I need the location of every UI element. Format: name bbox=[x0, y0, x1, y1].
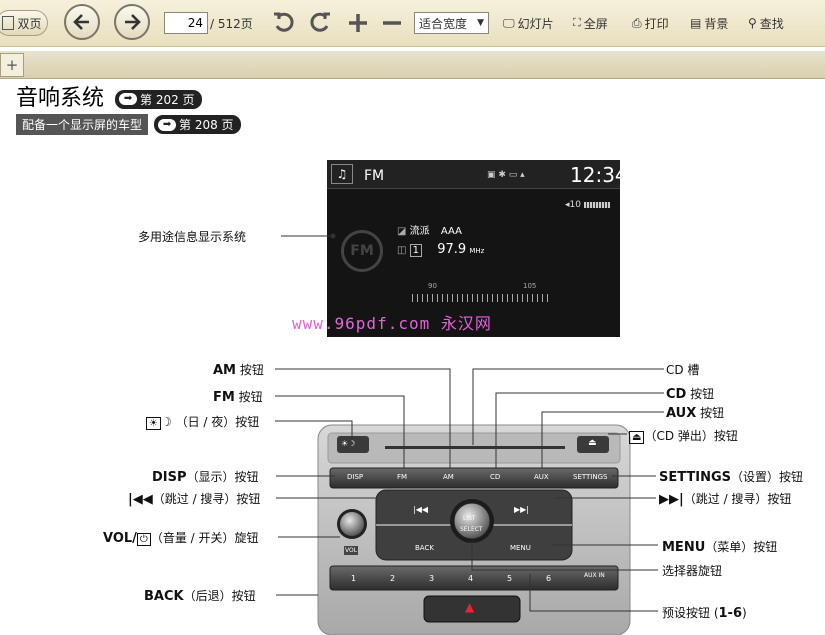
page-total: / 512页 bbox=[210, 16, 253, 31]
preset-key-6[interactable]: 6 bbox=[546, 574, 552, 583]
chevron-down-icon: ▼ bbox=[477, 18, 484, 28]
zoom-mode-select[interactable]: 适合宽度 ▼ bbox=[414, 12, 489, 34]
dual-page-button[interactable]: 双页 bbox=[0, 10, 48, 36]
menu-key[interactable]: MENU bbox=[510, 544, 531, 552]
aux-in-port[interactable]: AUX IN bbox=[584, 572, 605, 579]
cd-key[interactable]: CD bbox=[490, 473, 501, 481]
fullscreen-button[interactable]: ⛶全屏 bbox=[573, 16, 608, 31]
title-page-ref[interactable]: ➡ 第 202 页 bbox=[115, 89, 202, 109]
selector-knob-bottom-label[interactable]: SELECT bbox=[460, 526, 483, 533]
settings-key[interactable]: SETTINGS bbox=[573, 473, 608, 481]
genre-row: ◪ 流派 AAA bbox=[397, 226, 462, 237]
display-source: FM bbox=[364, 168, 385, 184]
music-note-icon: ♫ bbox=[331, 164, 353, 184]
printer-icon: ⎙ bbox=[632, 15, 642, 30]
find-button[interactable]: ⚲查找 bbox=[748, 16, 784, 31]
rotate-cw-icon bbox=[310, 12, 330, 32]
power-icon: ⏻ bbox=[136, 533, 151, 546]
selector-knob-top-label: LIST bbox=[463, 515, 476, 522]
rotate-left-button[interactable] bbox=[270, 9, 298, 37]
watermark-text: www.96pdf.com 永汉网 bbox=[292, 314, 492, 333]
preset-key-3[interactable]: 3 bbox=[429, 574, 435, 583]
disp-key[interactable]: DISP bbox=[347, 473, 364, 481]
preset-key-4[interactable]: 4 bbox=[468, 574, 474, 583]
search-icon: ⚲ bbox=[748, 16, 757, 30]
day-night-key[interactable]: ☀☽ bbox=[341, 439, 356, 448]
fm-key[interactable]: FM bbox=[397, 473, 408, 481]
label-back-button: BACK（后退）按钮 bbox=[144, 589, 256, 604]
next-page-button[interactable] bbox=[114, 4, 150, 40]
plus-icon bbox=[349, 14, 367, 32]
tuning-scale: 90 105 bbox=[412, 282, 552, 306]
volume-bar bbox=[583, 201, 610, 208]
label-vol-knob: VOL/⏻（音量 / 开关）旋钮 bbox=[103, 531, 259, 546]
hazard-icon[interactable]: ▲ bbox=[465, 600, 475, 614]
eject-key[interactable]: ⏏ bbox=[588, 438, 597, 448]
previous-page-button[interactable] bbox=[64, 4, 100, 40]
seek-forward-icon: ▶▶| bbox=[659, 492, 684, 507]
seek-back-key[interactable]: |◀◀ bbox=[413, 505, 428, 514]
arrow-left-icon bbox=[73, 14, 89, 30]
am-key[interactable]: AM bbox=[443, 473, 454, 481]
frequency-row: ◫ 1 97.9 MHz bbox=[397, 242, 485, 257]
eject-icon: ⏏ bbox=[629, 431, 645, 444]
fm-logo-watermark: FM bbox=[341, 230, 383, 272]
background-button[interactable]: ▤背景 bbox=[690, 16, 729, 31]
seek-back-icon: |◀◀ bbox=[128, 492, 153, 507]
label-disp-button: DISP（显示）按钮 bbox=[152, 470, 259, 485]
label-aux-button: AUX 按钮 bbox=[666, 406, 725, 421]
zoom-out-button[interactable] bbox=[378, 9, 406, 37]
day-night-icon: ☀ bbox=[146, 417, 161, 430]
display-clock: 12:34 bbox=[570, 163, 620, 187]
audio-display-screen: ♫ FM ▣ ✱ ▭ ▴ 12:34 ◂10 FM ◪ 流派 AAA ◫ 1 9… bbox=[327, 160, 620, 337]
book-icon bbox=[2, 16, 15, 30]
label-preset-buttons: 预设按钮 (1-6) bbox=[662, 606, 747, 621]
status-icons: ▣ ✱ ▭ ▴ bbox=[487, 170, 525, 180]
rotate-right-button[interactable] bbox=[306, 9, 334, 37]
page-number-input[interactable] bbox=[164, 12, 208, 34]
label-day-night-button: ☀☽ （日 / 夜）按钮 bbox=[146, 413, 259, 430]
arrow-right-icon: ➡ bbox=[158, 118, 177, 131]
slideshow-button[interactable]: 🖵幻灯片 bbox=[503, 15, 554, 31]
label-seek-back-button: |◀◀（跳过 / 搜寻）按钮 bbox=[128, 492, 261, 507]
tab-bar: + bbox=[0, 51, 825, 79]
label-seek-forward-button: ▶▶|（跳过 / 搜寻）按钮 bbox=[659, 492, 792, 507]
toolbar: 双页 / 512页 适合宽度 ▼ 🖵幻灯片 ⛶全屏 ⎙打印 ▤背景 ⚲查找 bbox=[0, 0, 825, 47]
label-cd-slot: CD 槽 bbox=[666, 363, 700, 377]
subheading: 配备一个显示屏的车型 ➡ 第 208 页 bbox=[16, 114, 241, 135]
vol-tag: VOL bbox=[344, 546, 359, 555]
background-icon: ▤ bbox=[690, 16, 702, 30]
arrow-right-icon bbox=[125, 14, 141, 30]
model-badge: 配备一个显示屏的车型 bbox=[16, 114, 149, 135]
eject-icon: ⏏ bbox=[588, 438, 597, 448]
rotate-ccw-icon bbox=[274, 12, 294, 32]
label-settings-button: SETTINGS（设置）按钮 bbox=[659, 470, 804, 485]
fullscreen-icon: ⛶ bbox=[573, 16, 581, 29]
back-key[interactable]: BACK bbox=[415, 544, 434, 552]
print-button[interactable]: ⎙打印 bbox=[632, 15, 669, 31]
speaker-icon: ◂ bbox=[565, 200, 570, 210]
slideshow-icon: 🖵 bbox=[503, 15, 515, 30]
add-tab-button[interactable]: + bbox=[0, 53, 24, 77]
label-fm-button: FM 按钮 bbox=[213, 390, 263, 405]
arrow-right-icon: ➡ bbox=[119, 93, 138, 105]
genre-icon: ◪ bbox=[397, 226, 407, 237]
aux-key[interactable]: AUX bbox=[534, 473, 549, 481]
page-title: 音响系统 ➡ 第 202 页 bbox=[16, 80, 202, 112]
label-am-button: AM 按钮 bbox=[213, 363, 264, 378]
preset-icon: ◫ bbox=[397, 245, 407, 256]
preset-key-5[interactable]: 5 bbox=[507, 574, 513, 583]
subheading-page-ref[interactable]: ➡ 第 208 页 bbox=[154, 115, 241, 134]
label-selector-knob: 选择器旋钮 bbox=[662, 564, 723, 578]
minus-icon bbox=[383, 21, 401, 25]
label-menu-button: MENU（菜单）按钮 bbox=[662, 540, 778, 555]
seek-forward-key[interactable]: ▶▶| bbox=[514, 505, 529, 514]
label-display-system: 多用途信息显示系统 bbox=[138, 230, 247, 244]
label-cd-button: CD 按钮 bbox=[666, 387, 715, 402]
zoom-in-button[interactable] bbox=[344, 9, 372, 37]
label-eject-button: ⏏（CD 弹出）按钮 bbox=[629, 427, 738, 444]
volume-level: ◂10 bbox=[565, 200, 610, 210]
preset-key-2[interactable]: 2 bbox=[390, 574, 396, 583]
preset-key-1[interactable]: 1 bbox=[351, 574, 357, 583]
